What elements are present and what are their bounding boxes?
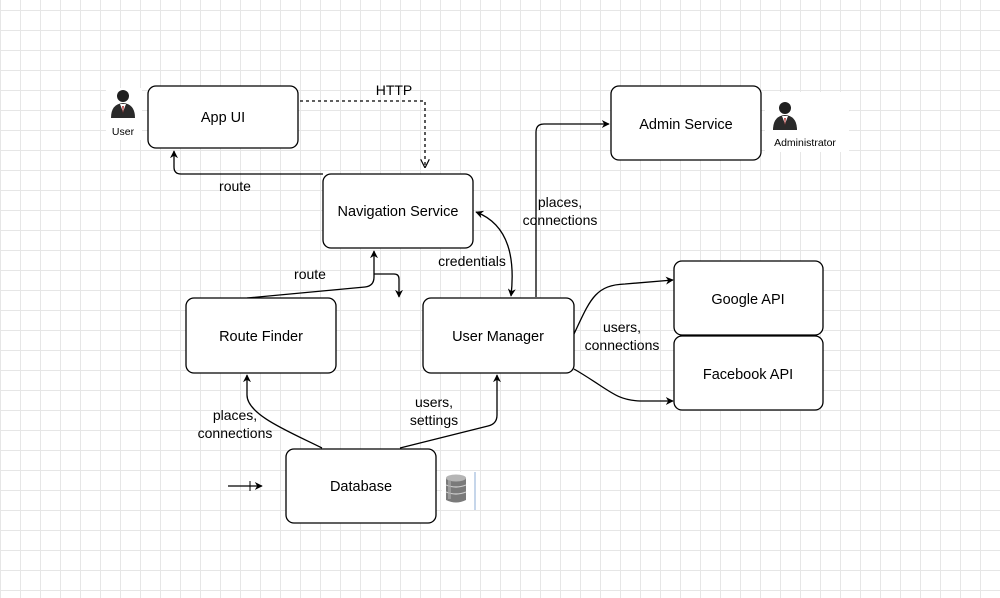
edge-http xyxy=(300,100,425,167)
edge-credentials xyxy=(475,210,516,297)
edge-label-route-from-finder: route xyxy=(294,266,326,282)
edge-label-places-admin-1: places, xyxy=(538,194,582,210)
edge-label-http: HTTP xyxy=(376,82,413,98)
edge-label-places-admin-2: connections xyxy=(523,212,598,228)
edge-label-places-db-1: places, xyxy=(213,407,257,423)
node-user-manager[interactable]: User Manager xyxy=(422,297,575,374)
edge-to-facebook xyxy=(573,368,674,405)
node-admin-service-label: Admin Service xyxy=(639,117,732,133)
edge-label-credentials: credentials xyxy=(438,253,506,269)
actor-administrator-label: Administrator xyxy=(774,137,836,149)
node-route-finder[interactable]: Route Finder xyxy=(185,297,337,374)
node-facebook-api[interactable]: Facebook API xyxy=(673,335,824,411)
edge-usermanager-to-admin xyxy=(535,120,610,297)
edge-label-users-db-1: users, xyxy=(415,394,453,410)
edge-to-google xyxy=(573,276,674,335)
node-user-manager-label: User Manager xyxy=(452,329,544,345)
node-admin-service[interactable]: Admin Service xyxy=(610,85,762,161)
node-database[interactable]: Database xyxy=(285,448,437,524)
edge-label-users-apis-2: connections xyxy=(585,337,660,353)
node-navigation-service[interactable]: Navigation Service xyxy=(322,173,474,249)
database-cylinder-icon xyxy=(442,472,480,510)
node-navigation-service-label: Navigation Service xyxy=(338,204,459,220)
edge-labels: HTTP route route credentials places, con… xyxy=(198,82,660,441)
node-database-label: Database xyxy=(330,479,392,495)
node-app-ui-label: App UI xyxy=(201,110,245,126)
edge-route-to-app xyxy=(170,150,323,175)
node-google-api-label: Google API xyxy=(711,292,784,308)
actor-user: User xyxy=(106,88,142,140)
edge-route-from-finder xyxy=(246,250,378,299)
edges xyxy=(170,100,674,491)
actor-user-label: User xyxy=(112,126,135,138)
node-route-finder-label: Route Finder xyxy=(219,329,303,345)
edge-label-route-to-app: route xyxy=(219,178,251,194)
edge-label-places-db-2: connections xyxy=(198,425,273,441)
node-app-ui[interactable]: App UI xyxy=(147,85,299,149)
node-facebook-api-label: Facebook API xyxy=(703,367,793,383)
person-icon xyxy=(773,102,797,130)
node-google-api[interactable]: Google API xyxy=(673,260,824,336)
edge-db-to-usermanager xyxy=(399,374,501,449)
edge-db-to-routefinder xyxy=(243,374,323,449)
actor-administrator: Administrator xyxy=(765,92,849,152)
edge-label-users-apis-1: users, xyxy=(603,319,641,335)
person-icon xyxy=(111,90,135,118)
edge-nav-stub xyxy=(374,273,403,298)
edge-label-users-db-2: settings xyxy=(410,412,458,428)
